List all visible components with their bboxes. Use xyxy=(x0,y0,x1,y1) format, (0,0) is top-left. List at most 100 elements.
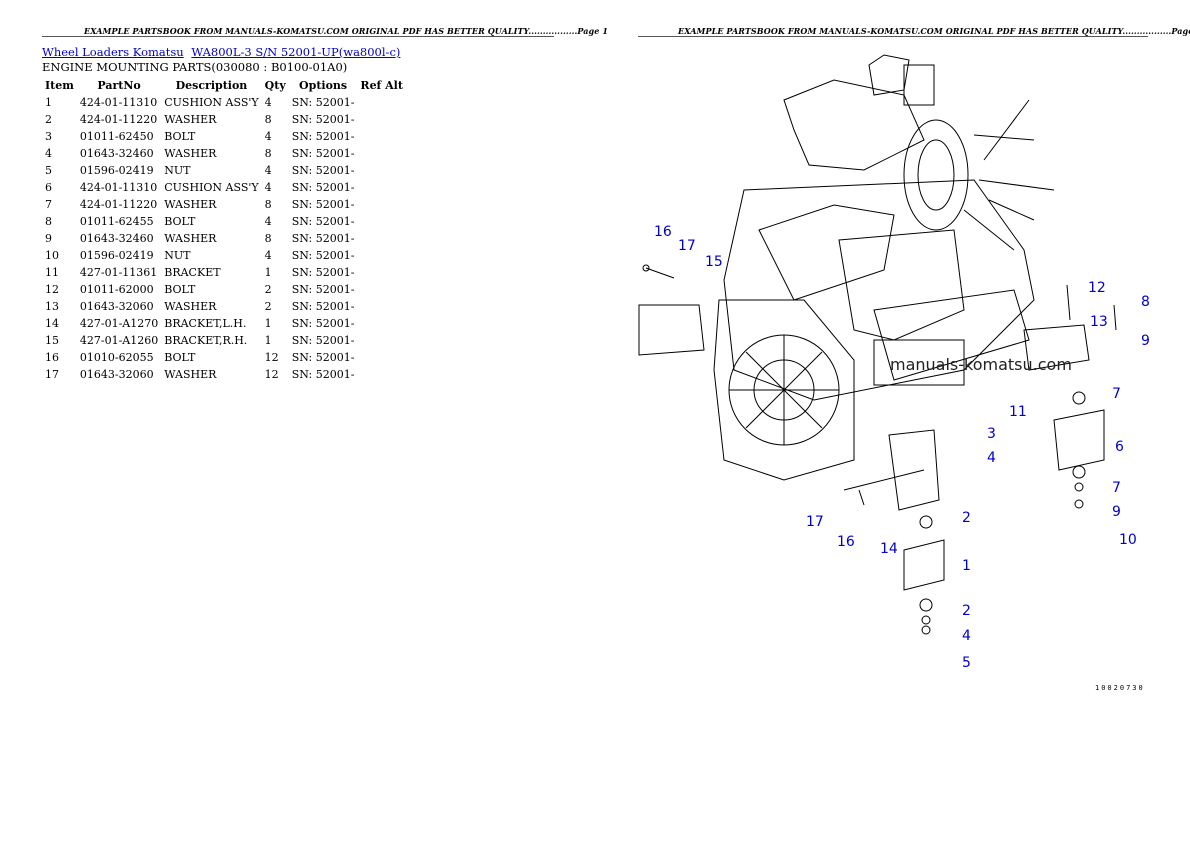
breadcrumb-link-model[interactable]: WA800L-3 S/N 52001-UP(wa800l-c) xyxy=(191,45,401,59)
cell-partno: 01011-62000 xyxy=(79,283,154,296)
callout-number: 16 xyxy=(837,534,855,550)
cell-item: 6 xyxy=(45,181,52,194)
cell-partno: 01011-62450 xyxy=(79,130,154,143)
cell-description: BRACKET xyxy=(164,266,221,279)
callout-number: 9 xyxy=(1141,333,1150,349)
cell-qty: 12 xyxy=(264,368,279,381)
cell-partno: 427-01-A1260 xyxy=(79,334,159,347)
cell-item: 5 xyxy=(45,164,52,177)
cell-ref-alt xyxy=(357,366,406,383)
callout-number: 16 xyxy=(654,224,672,240)
cell-description: CUSHION ASS'Y xyxy=(164,96,259,109)
page1-header-rule xyxy=(42,36,554,37)
table-row: 13 01643-32060 WASHER 2 SN: 52001- xyxy=(42,298,406,315)
cell-description: WASHER xyxy=(164,300,217,313)
cell-options: SN: 52001- xyxy=(291,351,355,364)
cell-description: BOLT xyxy=(164,351,196,364)
cell-qty: 2 xyxy=(264,283,272,296)
cell-ref-alt xyxy=(357,162,406,179)
cell-description: BOLT xyxy=(164,130,196,143)
cell-ref-alt xyxy=(357,128,406,145)
callout-number: 14 xyxy=(880,541,898,557)
cell-options: SN: 52001- xyxy=(291,215,355,228)
cell-options: SN: 52001- xyxy=(291,317,355,330)
cell-ref-alt xyxy=(357,349,406,366)
cell-qty: 12 xyxy=(264,351,279,364)
cell-qty: 2 xyxy=(264,300,272,313)
cell-description: NUT xyxy=(164,249,191,262)
cell-ref-alt xyxy=(357,247,406,264)
cell-options: SN: 52001- xyxy=(291,130,355,143)
cell-options: SN: 52001- xyxy=(291,266,355,279)
cell-options: SN: 52001- xyxy=(291,147,355,160)
callout-number: 3 xyxy=(987,426,996,442)
breadcrumb-link-wheel-loaders[interactable]: Wheel Loaders Komatsu xyxy=(42,45,184,59)
cell-qty: 8 xyxy=(264,198,272,211)
cell-qty: 8 xyxy=(264,232,272,245)
callout-number: 15 xyxy=(705,254,723,270)
callout-number: 7 xyxy=(1112,480,1121,496)
cell-options: SN: 52001- xyxy=(291,249,355,262)
cell-ref-alt xyxy=(357,94,406,111)
cell-options: SN: 52001- xyxy=(291,368,355,381)
callout-number: 11 xyxy=(1009,404,1027,420)
callout-number: 7 xyxy=(1112,386,1121,402)
cell-qty: 4 xyxy=(264,215,272,228)
cell-options: SN: 52001- xyxy=(291,113,355,126)
cell-item: 15 xyxy=(45,334,59,347)
cell-description: WASHER xyxy=(164,147,217,160)
cell-partno: 01010-62055 xyxy=(79,351,154,364)
cell-partno: 01643-32460 xyxy=(79,147,154,160)
cell-item: 13 xyxy=(45,300,59,313)
table-row: 3 01011-62450 BOLT 4 SN: 52001- xyxy=(42,128,406,145)
cell-partno: 01011-62455 xyxy=(79,215,154,228)
parts-table: Item PartNo Description Qty Options Ref … xyxy=(42,77,406,383)
cell-partno: 424-01-11220 xyxy=(79,113,158,126)
cell-partno: 424-01-11310 xyxy=(79,96,158,109)
col-qty: Qty xyxy=(264,79,286,92)
cell-partno: 01596-02419 xyxy=(79,164,154,177)
cell-description: BOLT xyxy=(164,283,196,296)
col-description: Description xyxy=(175,79,248,92)
callout-number: 13 xyxy=(1090,314,1108,330)
cell-qty: 4 xyxy=(264,164,272,177)
cell-qty: 1 xyxy=(264,334,272,347)
cell-item: 10 xyxy=(45,249,59,262)
callout-number: 8 xyxy=(1141,294,1150,310)
cell-partno: 427-01-11361 xyxy=(79,266,158,279)
cell-partno: 01643-32060 xyxy=(79,368,154,381)
cell-options: SN: 52001- xyxy=(291,334,355,347)
cell-description: BRACKET,R.H. xyxy=(164,334,248,347)
cell-options: SN: 52001- xyxy=(291,181,355,194)
cell-partno: 01643-32060 xyxy=(79,300,154,313)
cell-options: SN: 52001- xyxy=(291,96,355,109)
cell-description: BRACKET,L.H. xyxy=(164,317,247,330)
col-ref-alt: Ref Alt xyxy=(360,79,403,92)
cell-ref-alt xyxy=(357,332,406,349)
cell-qty: 1 xyxy=(264,317,272,330)
cell-item: 3 xyxy=(45,130,52,143)
page1-header: EXAMPLE PARTSBOOK FROM MANUALS-KOMATSU.C… xyxy=(84,26,608,36)
cell-qty: 4 xyxy=(264,249,272,262)
cell-qty: 8 xyxy=(264,147,272,160)
cell-options: SN: 52001- xyxy=(291,300,355,313)
cell-ref-alt xyxy=(357,111,406,128)
cell-ref-alt xyxy=(357,145,406,162)
cell-item: 7 xyxy=(45,198,52,211)
drawing-code: 10020730 xyxy=(1095,684,1145,692)
col-item: Item xyxy=(45,79,74,92)
callout-number: 4 xyxy=(962,628,971,644)
callout-number: 5 xyxy=(962,655,971,671)
cell-options: SN: 52001- xyxy=(291,283,355,296)
cell-qty: 4 xyxy=(264,130,272,143)
cell-description: NUT xyxy=(164,164,191,177)
